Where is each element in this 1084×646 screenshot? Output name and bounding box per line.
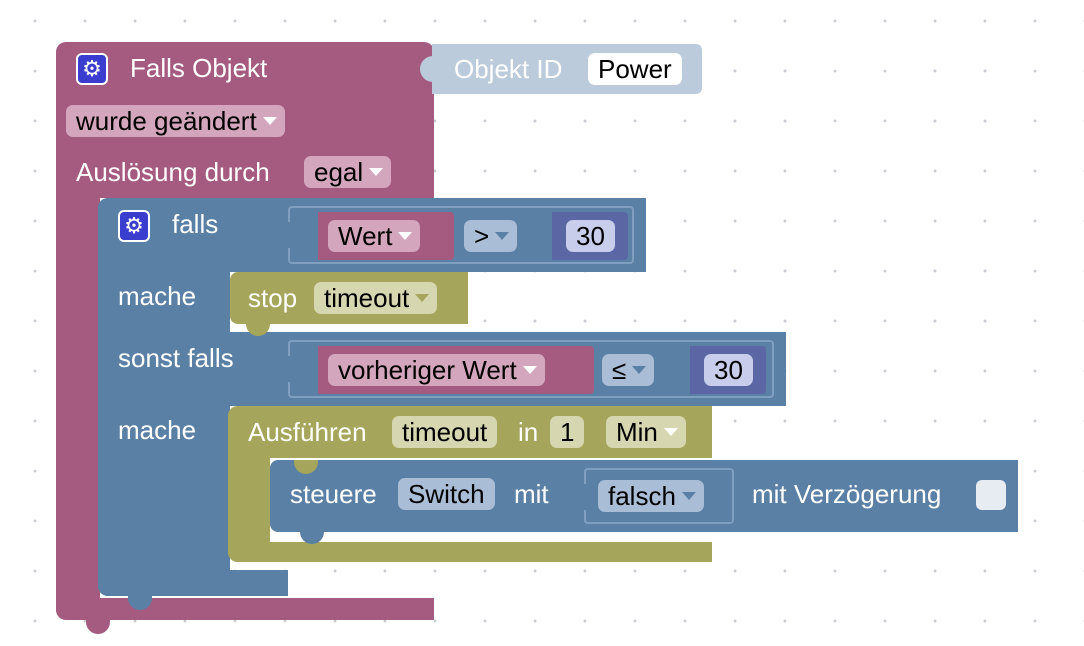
delay-label: mit Verzögerung: [752, 479, 942, 509]
gear-icon[interactable]: ⚙: [76, 53, 108, 85]
do-label-2: mache: [118, 415, 197, 445]
run-block-footer: [228, 542, 712, 562]
source-dropdown-label: egal: [314, 157, 364, 187]
chevron-down-icon: [415, 294, 430, 303]
chevron-down-icon: [495, 232, 510, 241]
variable-dropdown[interactable]: vorheriger Wert: [328, 354, 545, 386]
if-block-bottom-notch: [128, 596, 152, 610]
control-label: steuere: [290, 479, 377, 509]
boolean-connector: [572, 484, 586, 510]
chevron-down-icon: [262, 117, 277, 126]
control-block-bottom-notch: [300, 530, 324, 544]
control-block[interactable]: steuere Switch mit falsch mit Verzögerun…: [270, 460, 1018, 544]
run-in-label: in: [518, 417, 539, 447]
objekt-id-connector: [420, 56, 434, 82]
operator-dropdown-label: >: [474, 221, 490, 251]
variable-dropdown[interactable]: Wert: [328, 220, 421, 252]
if-block[interactable]: ⚙ falls mache sonst falls mache Wert > 3…: [98, 198, 788, 610]
objekt-id-field[interactable]: Power: [588, 53, 682, 85]
number-block[interactable]: 30: [690, 346, 766, 394]
event-block-spine: [56, 192, 100, 612]
run-timer-field[interactable]: timeout: [392, 416, 498, 448]
variable-block-vorheriger-wert[interactable]: vorheriger Wert: [318, 346, 594, 394]
elseif-label: sonst falls: [118, 343, 234, 373]
run-unit-label: Min: [616, 417, 658, 447]
event-block-footer: [56, 598, 434, 620]
event-block-title: Falls Objekt: [130, 53, 268, 83]
compare-connector: [276, 222, 290, 248]
chevron-down-icon: [663, 428, 678, 437]
boolean-block[interactable]: falsch: [572, 468, 734, 524]
if-label: falls: [172, 209, 219, 239]
if-block-footer: [98, 570, 288, 596]
run-after-block[interactable]: Ausführen timeout in 1 Min: [228, 406, 714, 564]
variable-dropdown-label: vorheriger Wert: [338, 355, 517, 385]
chevron-down-icon: [681, 492, 696, 501]
chevron-down-icon: [522, 366, 537, 375]
event-block-bottom-notch: [86, 620, 110, 634]
number-field[interactable]: 30: [704, 354, 753, 386]
boolean-dropdown[interactable]: falsch: [598, 480, 704, 512]
stop-label: stop: [248, 283, 298, 313]
control-block-top-notch: [294, 460, 318, 474]
compare-connector: [276, 356, 290, 382]
gear-icon[interactable]: ⚙: [118, 210, 150, 242]
number-block[interactable]: 30: [552, 212, 628, 260]
trigger-dropdown-label: wurde geändert: [76, 106, 257, 136]
boolean-dropdown-label: falsch: [608, 481, 676, 511]
stop-timer-dropdown[interactable]: timeout: [314, 282, 438, 314]
compare-block-1[interactable]: Wert > 30: [276, 206, 634, 264]
do-label-1: mache: [118, 281, 197, 311]
compare-block-2[interactable]: vorheriger Wert ≤ 30: [276, 340, 774, 398]
objekt-id-label: Objekt ID: [454, 54, 563, 84]
stop-block[interactable]: stop timeout: [230, 272, 468, 336]
chevron-down-icon: [632, 366, 647, 375]
run-amount-field[interactable]: 1: [550, 416, 585, 448]
source-dropdown[interactable]: egal: [304, 156, 392, 188]
chevron-down-icon: [398, 232, 413, 241]
operator-dropdown-label: ≤: [612, 355, 627, 385]
run-unit-dropdown[interactable]: Min: [606, 416, 686, 448]
control-with-label: mit: [514, 479, 549, 509]
event-block[interactable]: ⚙ Falls Objekt wurde geändert Auslösung …: [56, 42, 436, 634]
source-label: Auslösung durch: [76, 157, 270, 187]
operator-dropdown[interactable]: >: [464, 220, 518, 252]
control-object-field[interactable]: Switch: [398, 478, 495, 510]
run-block-spine: [228, 406, 270, 562]
chevron-down-icon: [369, 168, 384, 177]
run-label: Ausführen: [248, 417, 367, 447]
delay-checkbox[interactable]: [976, 480, 1006, 510]
stop-block-notch: [246, 322, 270, 336]
variable-dropdown-label: Wert: [338, 221, 393, 251]
operator-dropdown[interactable]: ≤: [602, 354, 655, 386]
variable-block-wert[interactable]: Wert: [318, 212, 454, 260]
number-field[interactable]: 30: [566, 220, 615, 252]
objekt-id-block[interactable]: Objekt ID Power: [420, 44, 702, 94]
trigger-dropdown[interactable]: wurde geändert: [66, 105, 285, 137]
stop-timer-label: timeout: [324, 283, 410, 313]
